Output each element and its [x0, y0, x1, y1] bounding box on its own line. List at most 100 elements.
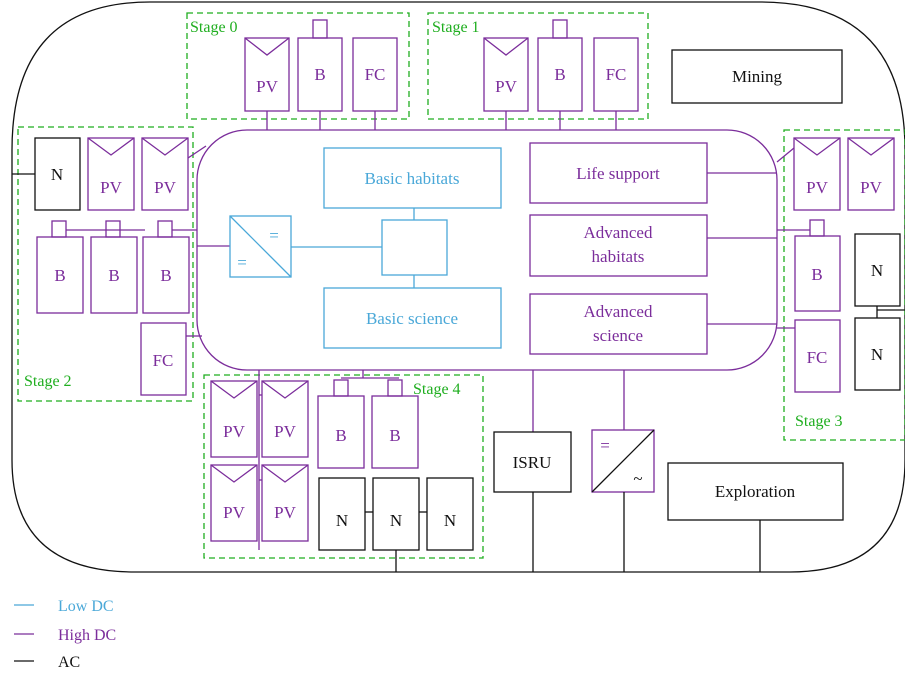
low-dc-bus	[381, 219, 448, 276]
stage-4-pv-4: PV	[261, 464, 309, 542]
stage-3-boundary	[783, 129, 905, 441]
stage-1-pv: PV	[483, 37, 529, 112]
svg-text:N: N	[444, 511, 456, 530]
stage-1-battery: B	[537, 19, 583, 112]
svg-text:PV: PV	[223, 503, 245, 522]
basic-science-load: Basic science	[323, 287, 502, 349]
svg-text:science: science	[593, 326, 643, 345]
stage-4-battery-2: B	[371, 379, 419, 469]
svg-text:B: B	[160, 266, 171, 285]
stage-2-boundary	[17, 126, 194, 402]
dcac-inverter: = ~	[591, 429, 655, 493]
svg-text:B: B	[335, 426, 346, 445]
stage-4-battery-1: B	[317, 379, 365, 469]
stage-1-fuel-cell: FC	[593, 37, 639, 112]
isru-load: ISRU	[493, 431, 572, 493]
stage-2-nuclear: N	[34, 137, 81, 211]
svg-text:Mining: Mining	[732, 67, 783, 86]
stage-4-nuclear-3: N	[426, 477, 474, 551]
svg-text:PV: PV	[100, 178, 122, 197]
svg-text:PV: PV	[154, 178, 176, 197]
stage-1-label: Stage 1	[432, 19, 480, 36]
mining-load: Mining	[671, 49, 843, 104]
stage-4-pv-1: PV	[210, 380, 258, 458]
svg-text:PV: PV	[223, 422, 245, 441]
legend-high-dc: High DC	[14, 627, 116, 644]
svg-text:FC: FC	[153, 351, 174, 370]
stage-2-label: Stage 2	[24, 373, 72, 390]
stage-2-pv-1: PV	[87, 137, 135, 211]
stage-4-pv-2: PV	[261, 380, 309, 458]
stage-4-boundary	[203, 374, 484, 559]
legend-low-dc: Low DC	[14, 598, 114, 615]
svg-text:B: B	[108, 266, 119, 285]
svg-text:PV: PV	[256, 77, 278, 96]
stage-2-fuel-cell: FC	[140, 322, 187, 396]
svg-text:=: =	[237, 253, 247, 272]
svg-text:PV: PV	[274, 503, 296, 522]
stage-4-label: Stage 4	[413, 381, 461, 398]
stage-1-boundary	[427, 12, 649, 120]
svg-text:B: B	[54, 266, 65, 285]
stage-3-pv-1: PV	[793, 137, 841, 211]
svg-text:Life support: Life support	[576, 164, 660, 183]
stage-1-group: PV B FC	[483, 19, 639, 130]
svg-text:High DC: High DC	[58, 627, 116, 644]
svg-text:PV: PV	[806, 178, 828, 197]
svg-text:=: =	[600, 436, 610, 455]
svg-text:FC: FC	[807, 348, 828, 367]
stage-0-group: PV B FC	[244, 19, 398, 130]
svg-text:FC: FC	[365, 65, 386, 84]
svg-text:N: N	[871, 261, 883, 280]
svg-text:B: B	[554, 65, 565, 84]
stage-3-label: Stage 3	[795, 413, 843, 430]
svg-text:B: B	[389, 426, 400, 445]
stage-0-fuel-cell: FC	[352, 37, 398, 112]
dcdc-converter: = =	[229, 215, 292, 278]
svg-text:Basic habitats: Basic habitats	[365, 169, 460, 188]
stage-4-nuclear-1: N	[318, 477, 366, 551]
svg-text:PV: PV	[495, 77, 517, 96]
svg-text:B: B	[314, 65, 325, 84]
svg-text:ISRU: ISRU	[513, 453, 552, 472]
stage-0-battery: B	[297, 19, 343, 112]
legend-ac: AC	[14, 654, 80, 671]
svg-text:AC: AC	[58, 654, 80, 671]
ac-bus-loop	[11, 1, 905, 573]
exploration-load: Exploration	[667, 462, 844, 521]
svg-text:Basic science: Basic science	[366, 309, 458, 328]
advanced-science-load: Advanced science	[529, 293, 777, 355]
svg-text:PV: PV	[274, 422, 296, 441]
svg-text:N: N	[390, 511, 402, 530]
svg-text:Advanced: Advanced	[584, 223, 653, 242]
svg-text:Advanced: Advanced	[584, 302, 653, 321]
life-support-load: Life support	[529, 142, 777, 204]
svg-text:N: N	[871, 345, 883, 364]
svg-text:Low DC: Low DC	[58, 598, 114, 615]
stage-2-group: N PV PV B B B	[12, 137, 207, 396]
stage-2-battery-2: B	[90, 220, 138, 314]
advanced-habitats-load: Advanced habitats	[529, 214, 777, 277]
svg-text:=: =	[269, 226, 279, 245]
stage-0-boundary	[186, 12, 410, 120]
stage-4-group: PV PV PV PV B B N	[210, 370, 474, 572]
stage-4-nuclear-2: N	[372, 477, 420, 551]
svg-text:FC: FC	[606, 65, 627, 84]
stage-0-pv: PV	[244, 37, 290, 112]
svg-text:N: N	[51, 165, 63, 184]
stage-4-pv-3: PV	[210, 464, 258, 542]
stage-3-nuclear-1: N	[854, 233, 901, 307]
stage-3-nuclear-2: N	[854, 317, 901, 391]
stage-3-battery: B	[794, 219, 841, 312]
svg-text:habitats: habitats	[592, 247, 645, 266]
svg-text:Exploration: Exploration	[715, 482, 796, 501]
svg-text:PV: PV	[860, 178, 882, 197]
stage-3-group: PV PV B FC N N	[776, 137, 905, 393]
stage-2-battery-3: B	[142, 220, 190, 314]
basic-habitats-load: Basic habitats	[323, 147, 502, 209]
svg-text:~: ~	[633, 469, 642, 488]
stage-2-pv-2: PV	[141, 137, 189, 211]
legend: Low DC High DC AC	[14, 598, 116, 671]
stage-3-fuel-cell: FC	[794, 319, 841, 393]
